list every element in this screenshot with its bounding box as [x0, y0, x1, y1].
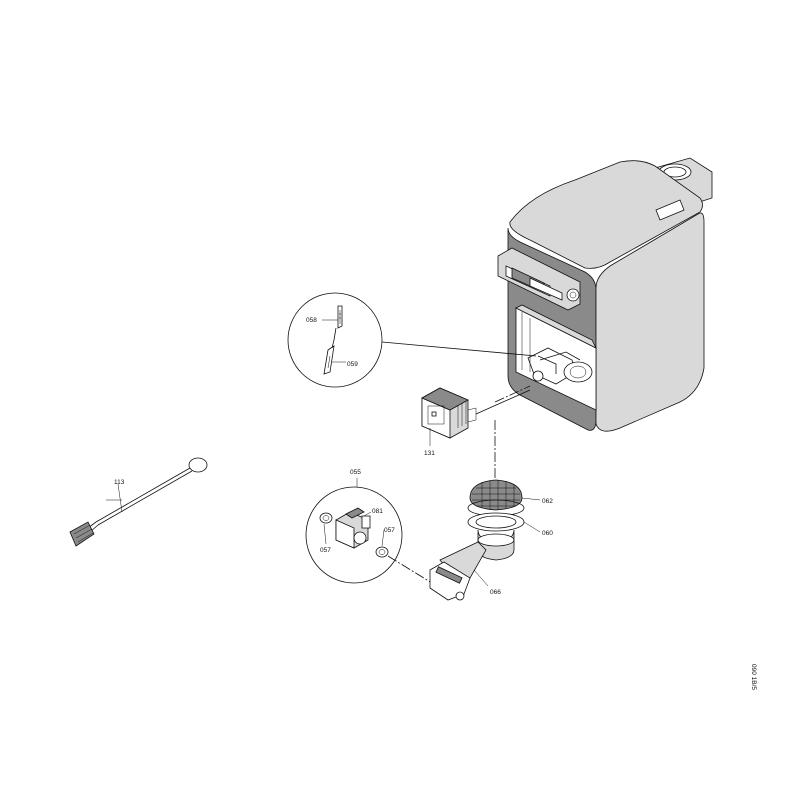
drawing-code: 090 1B/5 — [750, 664, 757, 690]
label-060: 060 — [542, 530, 553, 537]
label-113: 113 — [114, 479, 125, 486]
label-057-left: 057 — [320, 547, 331, 554]
boiler-housing — [497, 157, 713, 432]
label-081: 081 — [372, 508, 383, 515]
cleaning-brush-113 — [69, 457, 208, 547]
label-062: 062 — [542, 498, 553, 505]
burner-assembly — [429, 479, 541, 601]
center-line-2 — [494, 385, 531, 403]
control-box-131 — [421, 387, 531, 446]
label-059: 059 — [347, 361, 358, 368]
label-055: 055 — [350, 469, 361, 476]
label-058: 058 — [306, 317, 317, 324]
label-066: 066 — [490, 589, 501, 596]
electrode-detail-view — [287, 292, 537, 388]
label-057-right: 057 — [384, 527, 395, 534]
label-131: 131 — [424, 450, 435, 457]
gas-valve-detail-view — [305, 478, 441, 589]
